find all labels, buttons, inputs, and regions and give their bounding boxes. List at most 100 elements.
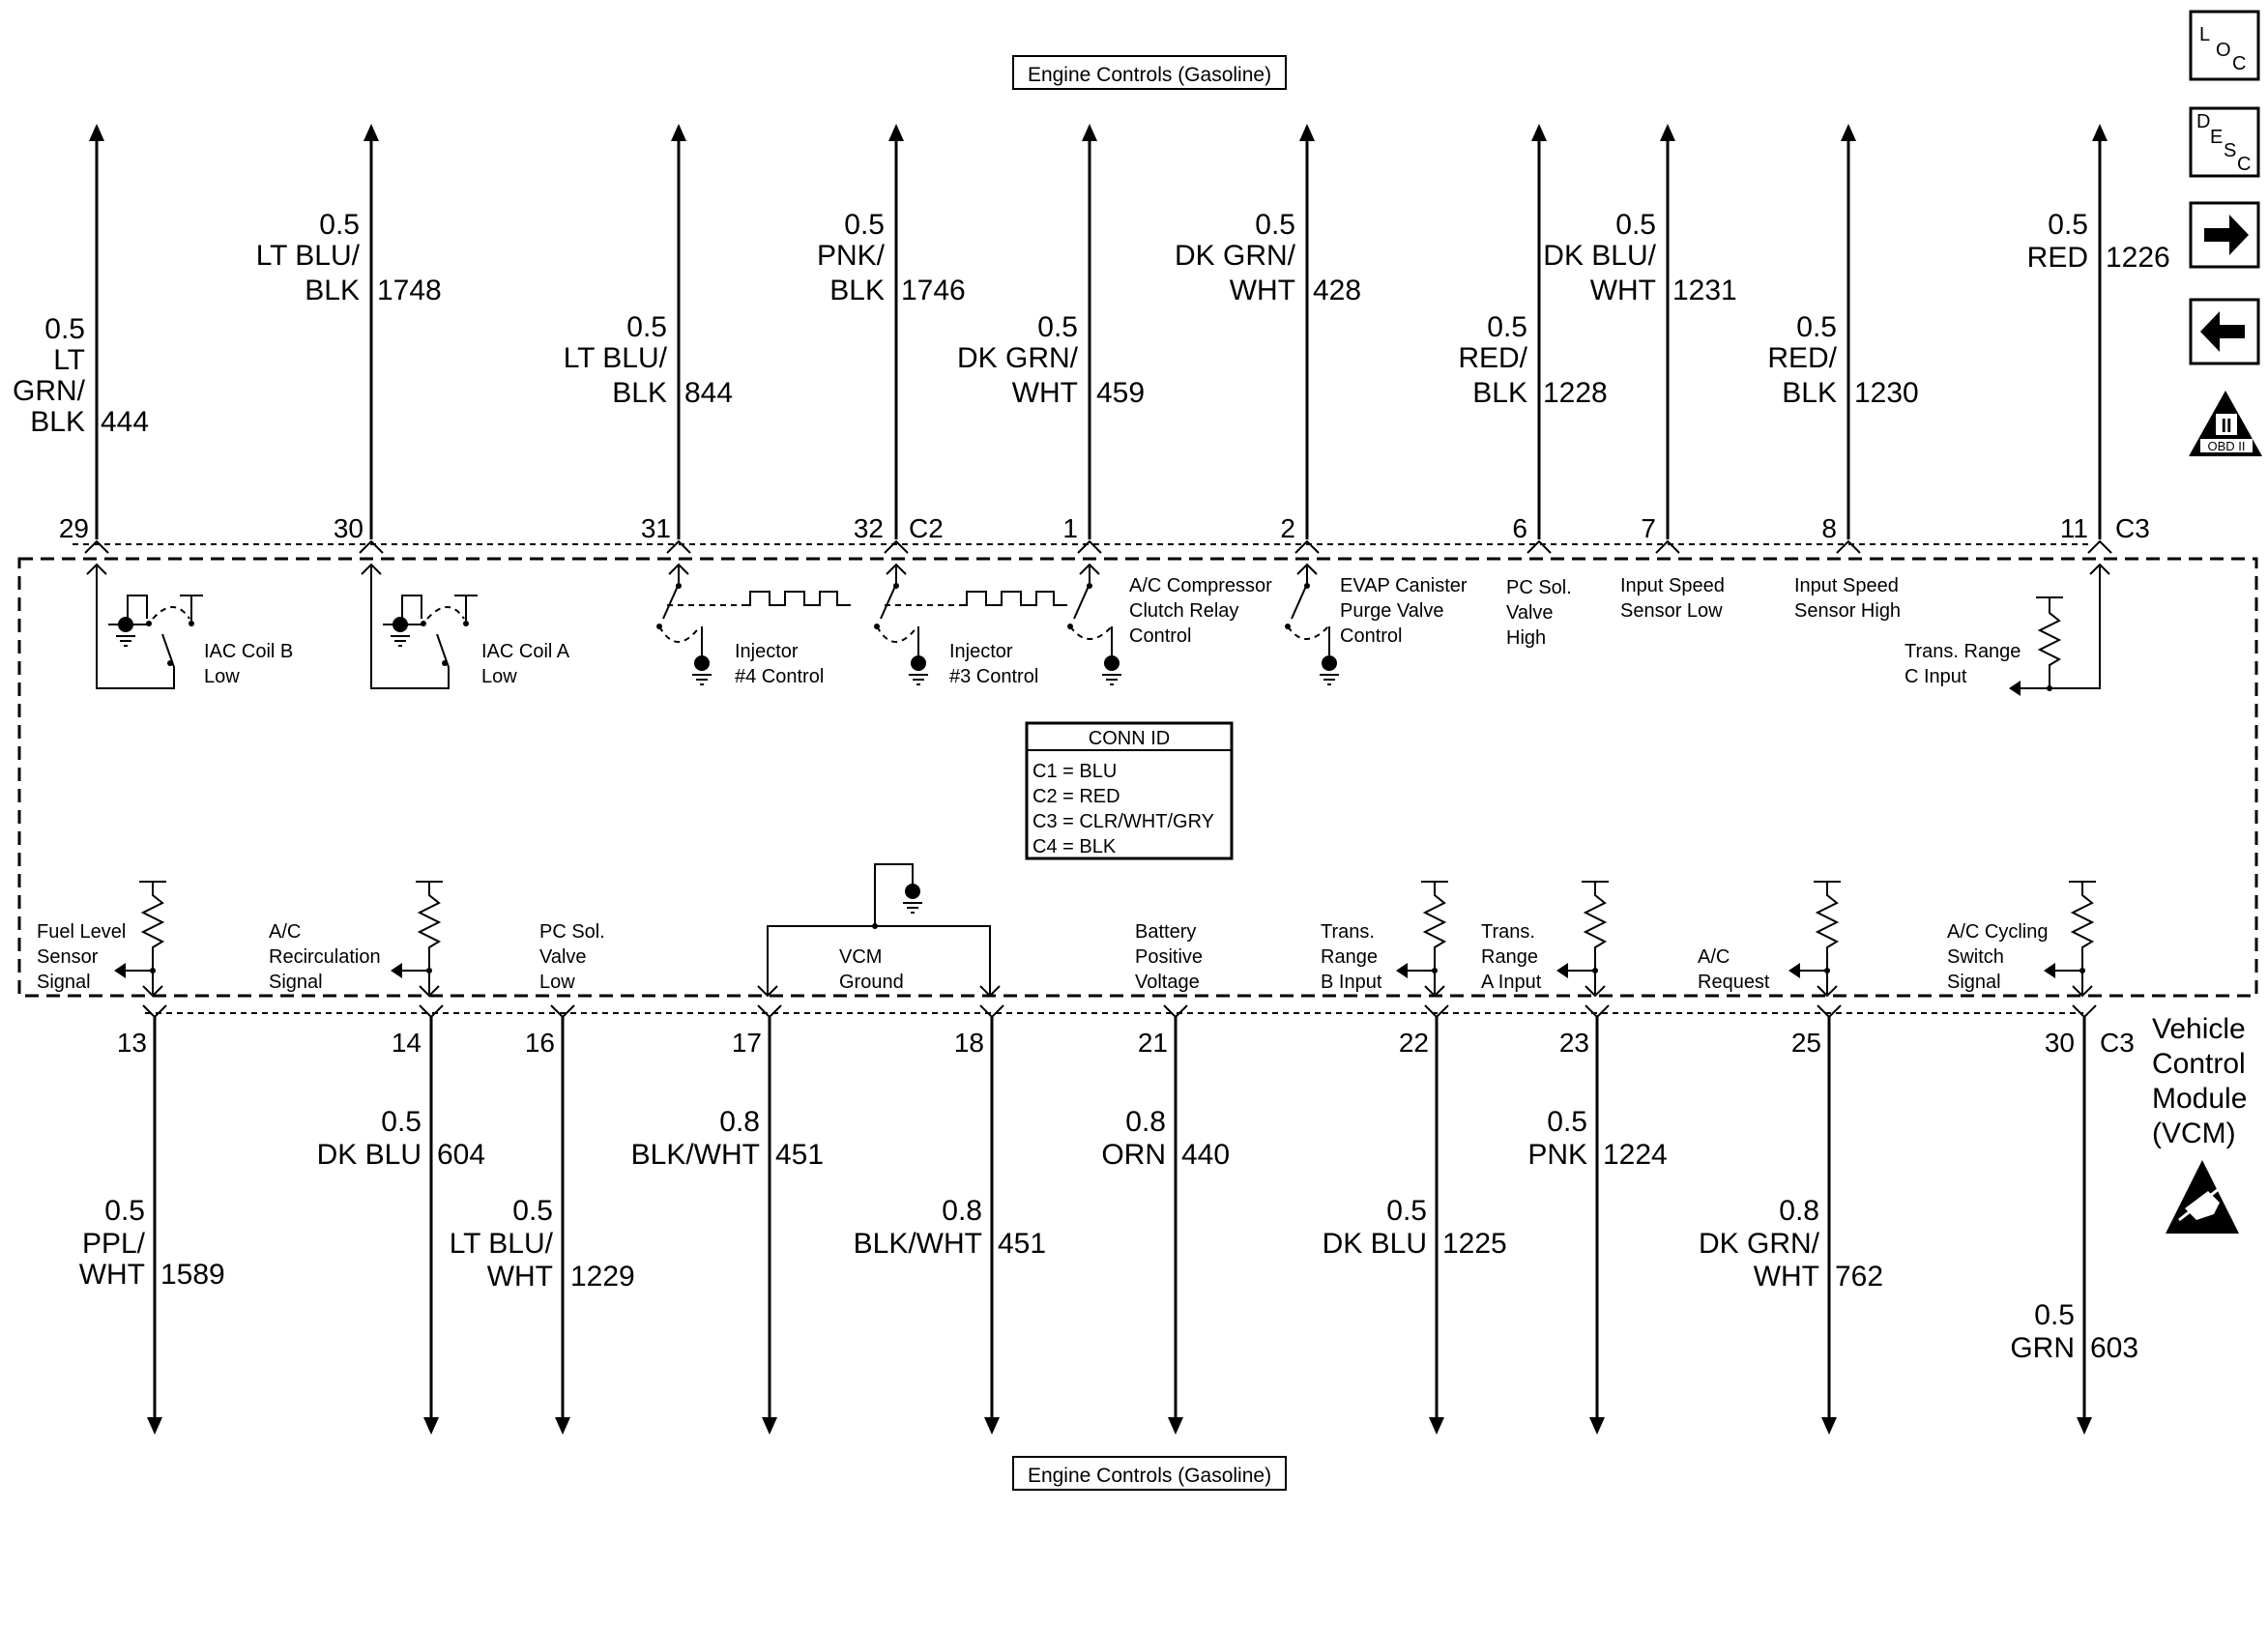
svg-text:Request: Request [1698, 972, 1770, 993]
wire-1225[interactable] [1429, 1017, 1444, 1435]
wire-762[interactable] [1821, 1017, 1837, 1435]
svg-text:459: 459 [1096, 377, 1145, 409]
svg-text:C3: C3 [2100, 1028, 2135, 1058]
svg-text:OBD II: OBD II [2207, 439, 2245, 453]
svg-text:31: 31 [641, 513, 671, 543]
svg-text:428: 428 [1313, 275, 1361, 306]
wire-1228[interactable] [1531, 124, 1547, 539]
svg-text:DK GRN/: DK GRN/ [1699, 1228, 1820, 1260]
svg-text:WHT: WHT [487, 1261, 553, 1293]
svg-text:LT BLU/: LT BLU/ [564, 342, 668, 374]
svg-text:Range: Range [1321, 946, 1378, 968]
ac-cycling-pullup [2044, 881, 2096, 994]
svg-text:16: 16 [525, 1028, 555, 1058]
wire-444[interactable] [89, 124, 104, 539]
header-label: Engine Controls (Gasoline) [1028, 64, 1271, 86]
desc-icon[interactable]: D E S C [2189, 106, 2260, 178]
svg-text:444: 444 [101, 406, 149, 438]
svg-text:0.5: 0.5 [2034, 1299, 2075, 1331]
svg-text:BLK: BLK [305, 275, 360, 306]
svg-text:30: 30 [2045, 1028, 2075, 1058]
wire-459[interactable] [1082, 124, 1097, 539]
svg-text:0.5: 0.5 [1386, 1195, 1427, 1227]
svg-text:C2: C2 [909, 513, 944, 543]
svg-text:C1 = BLU: C1 = BLU [1032, 761, 1117, 782]
svg-text:Valve: Valve [1506, 602, 1554, 624]
svg-text:21: 21 [1138, 1028, 1168, 1058]
svg-text:762: 762 [1835, 1261, 1883, 1293]
svg-text:Purge Valve: Purge Valve [1340, 600, 1443, 622]
wire-1746[interactable] [888, 124, 904, 539]
svg-text:WHT: WHT [1590, 275, 1656, 306]
svg-text:Ground: Ground [839, 972, 904, 993]
svg-text:S: S [2224, 140, 2236, 161]
svg-text:Valve: Valve [539, 946, 587, 968]
svg-text:Switch: Switch [1947, 946, 2004, 968]
svg-text:0.5: 0.5 [319, 209, 360, 241]
svg-text:844: 844 [684, 377, 733, 409]
svg-text:0.8: 0.8 [719, 1106, 760, 1138]
next-arrow-icon[interactable] [2189, 201, 2260, 269]
svg-text:PNK/: PNK/ [817, 240, 886, 272]
svg-text:440: 440 [1181, 1139, 1230, 1171]
svg-text:GRN/: GRN/ [13, 375, 86, 407]
svg-text:II: II [2221, 416, 2231, 437]
loc-icon[interactable]: L O C [2189, 10, 2260, 81]
svg-text:0.5: 0.5 [1547, 1106, 1587, 1138]
svg-text:13: 13 [117, 1028, 147, 1058]
svg-text:Module: Module [2152, 1083, 2247, 1115]
svg-text:32: 32 [854, 513, 884, 543]
wire-1229[interactable] [555, 1017, 570, 1435]
conn-id-table: CONN ID C1 = BLU C2 = RED C3 = CLR/WHT/G… [1025, 721, 1234, 860]
svg-text:Signal: Signal [1947, 972, 2001, 993]
svg-text:PC Sol.: PC Sol. [539, 921, 605, 943]
module-label: Vehicle Control Module (VCM) [2152, 1013, 2247, 1149]
svg-text:C3 = CLR/WHT/GRY: C3 = CLR/WHT/GRY [1032, 811, 1214, 832]
svg-text:Low: Low [204, 666, 240, 687]
svg-text:C: C [2232, 53, 2246, 74]
wire-1589[interactable] [147, 1017, 162, 1435]
svg-text:WHT: WHT [1012, 377, 1078, 409]
svg-text:DK GRN/: DK GRN/ [957, 342, 1079, 374]
ac-clutch-relay-driver [1067, 567, 1121, 685]
vcm-module-boundary [17, 557, 2258, 998]
svg-text:Range: Range [1481, 946, 1538, 968]
svg-text:A/C Compressor: A/C Compressor [1129, 575, 1272, 596]
svg-text:Signal: Signal [37, 972, 91, 993]
svg-text:0.5: 0.5 [1615, 209, 1656, 241]
wire-604[interactable] [423, 1017, 439, 1435]
header-link[interactable]: Engine Controls (Gasoline) [1012, 55, 1287, 90]
obd-ii-icon[interactable]: II OBD II [2189, 391, 2262, 456]
wire-428[interactable] [1299, 124, 1315, 539]
svg-text:1229: 1229 [570, 1261, 635, 1293]
svg-text:1226: 1226 [2106, 242, 2170, 274]
svg-text:1748: 1748 [377, 275, 442, 306]
wire-844[interactable] [671, 124, 686, 539]
ac-recirc-pullup [391, 881, 443, 994]
svg-text:LT: LT [53, 344, 85, 376]
esd-warning-icon [2166, 1160, 2239, 1234]
wire-1226[interactable] [2092, 124, 2108, 539]
svg-text:E: E [2210, 127, 2223, 148]
wire-451-b[interactable] [984, 1017, 1000, 1435]
svg-text:0.5: 0.5 [104, 1195, 145, 1227]
wire-1224[interactable] [1589, 1017, 1605, 1435]
svg-text:0.5: 0.5 [626, 311, 667, 343]
wire-451-a[interactable] [762, 1017, 777, 1435]
wire-1230[interactable] [1841, 124, 1856, 539]
ac-request-pullup [1788, 881, 1841, 994]
svg-text:Control: Control [1340, 625, 1402, 647]
svg-text:O: O [2216, 40, 2231, 61]
svg-text:0.5: 0.5 [1255, 209, 1295, 241]
svg-text:Injector: Injector [735, 641, 799, 662]
footer-link[interactable]: Engine Controls (Gasoline) [1012, 1456, 1287, 1491]
prev-arrow-icon[interactable] [2189, 298, 2260, 365]
trans-range-b-pullup [1396, 881, 1448, 994]
wire-440[interactable] [1168, 1017, 1183, 1435]
svg-text:Voltage: Voltage [1135, 972, 1200, 993]
svg-text:0.5: 0.5 [512, 1195, 553, 1227]
wire-1231[interactable] [1660, 124, 1675, 539]
wire-1748[interactable] [363, 124, 379, 539]
wire-603[interactable] [2077, 1017, 2092, 1435]
